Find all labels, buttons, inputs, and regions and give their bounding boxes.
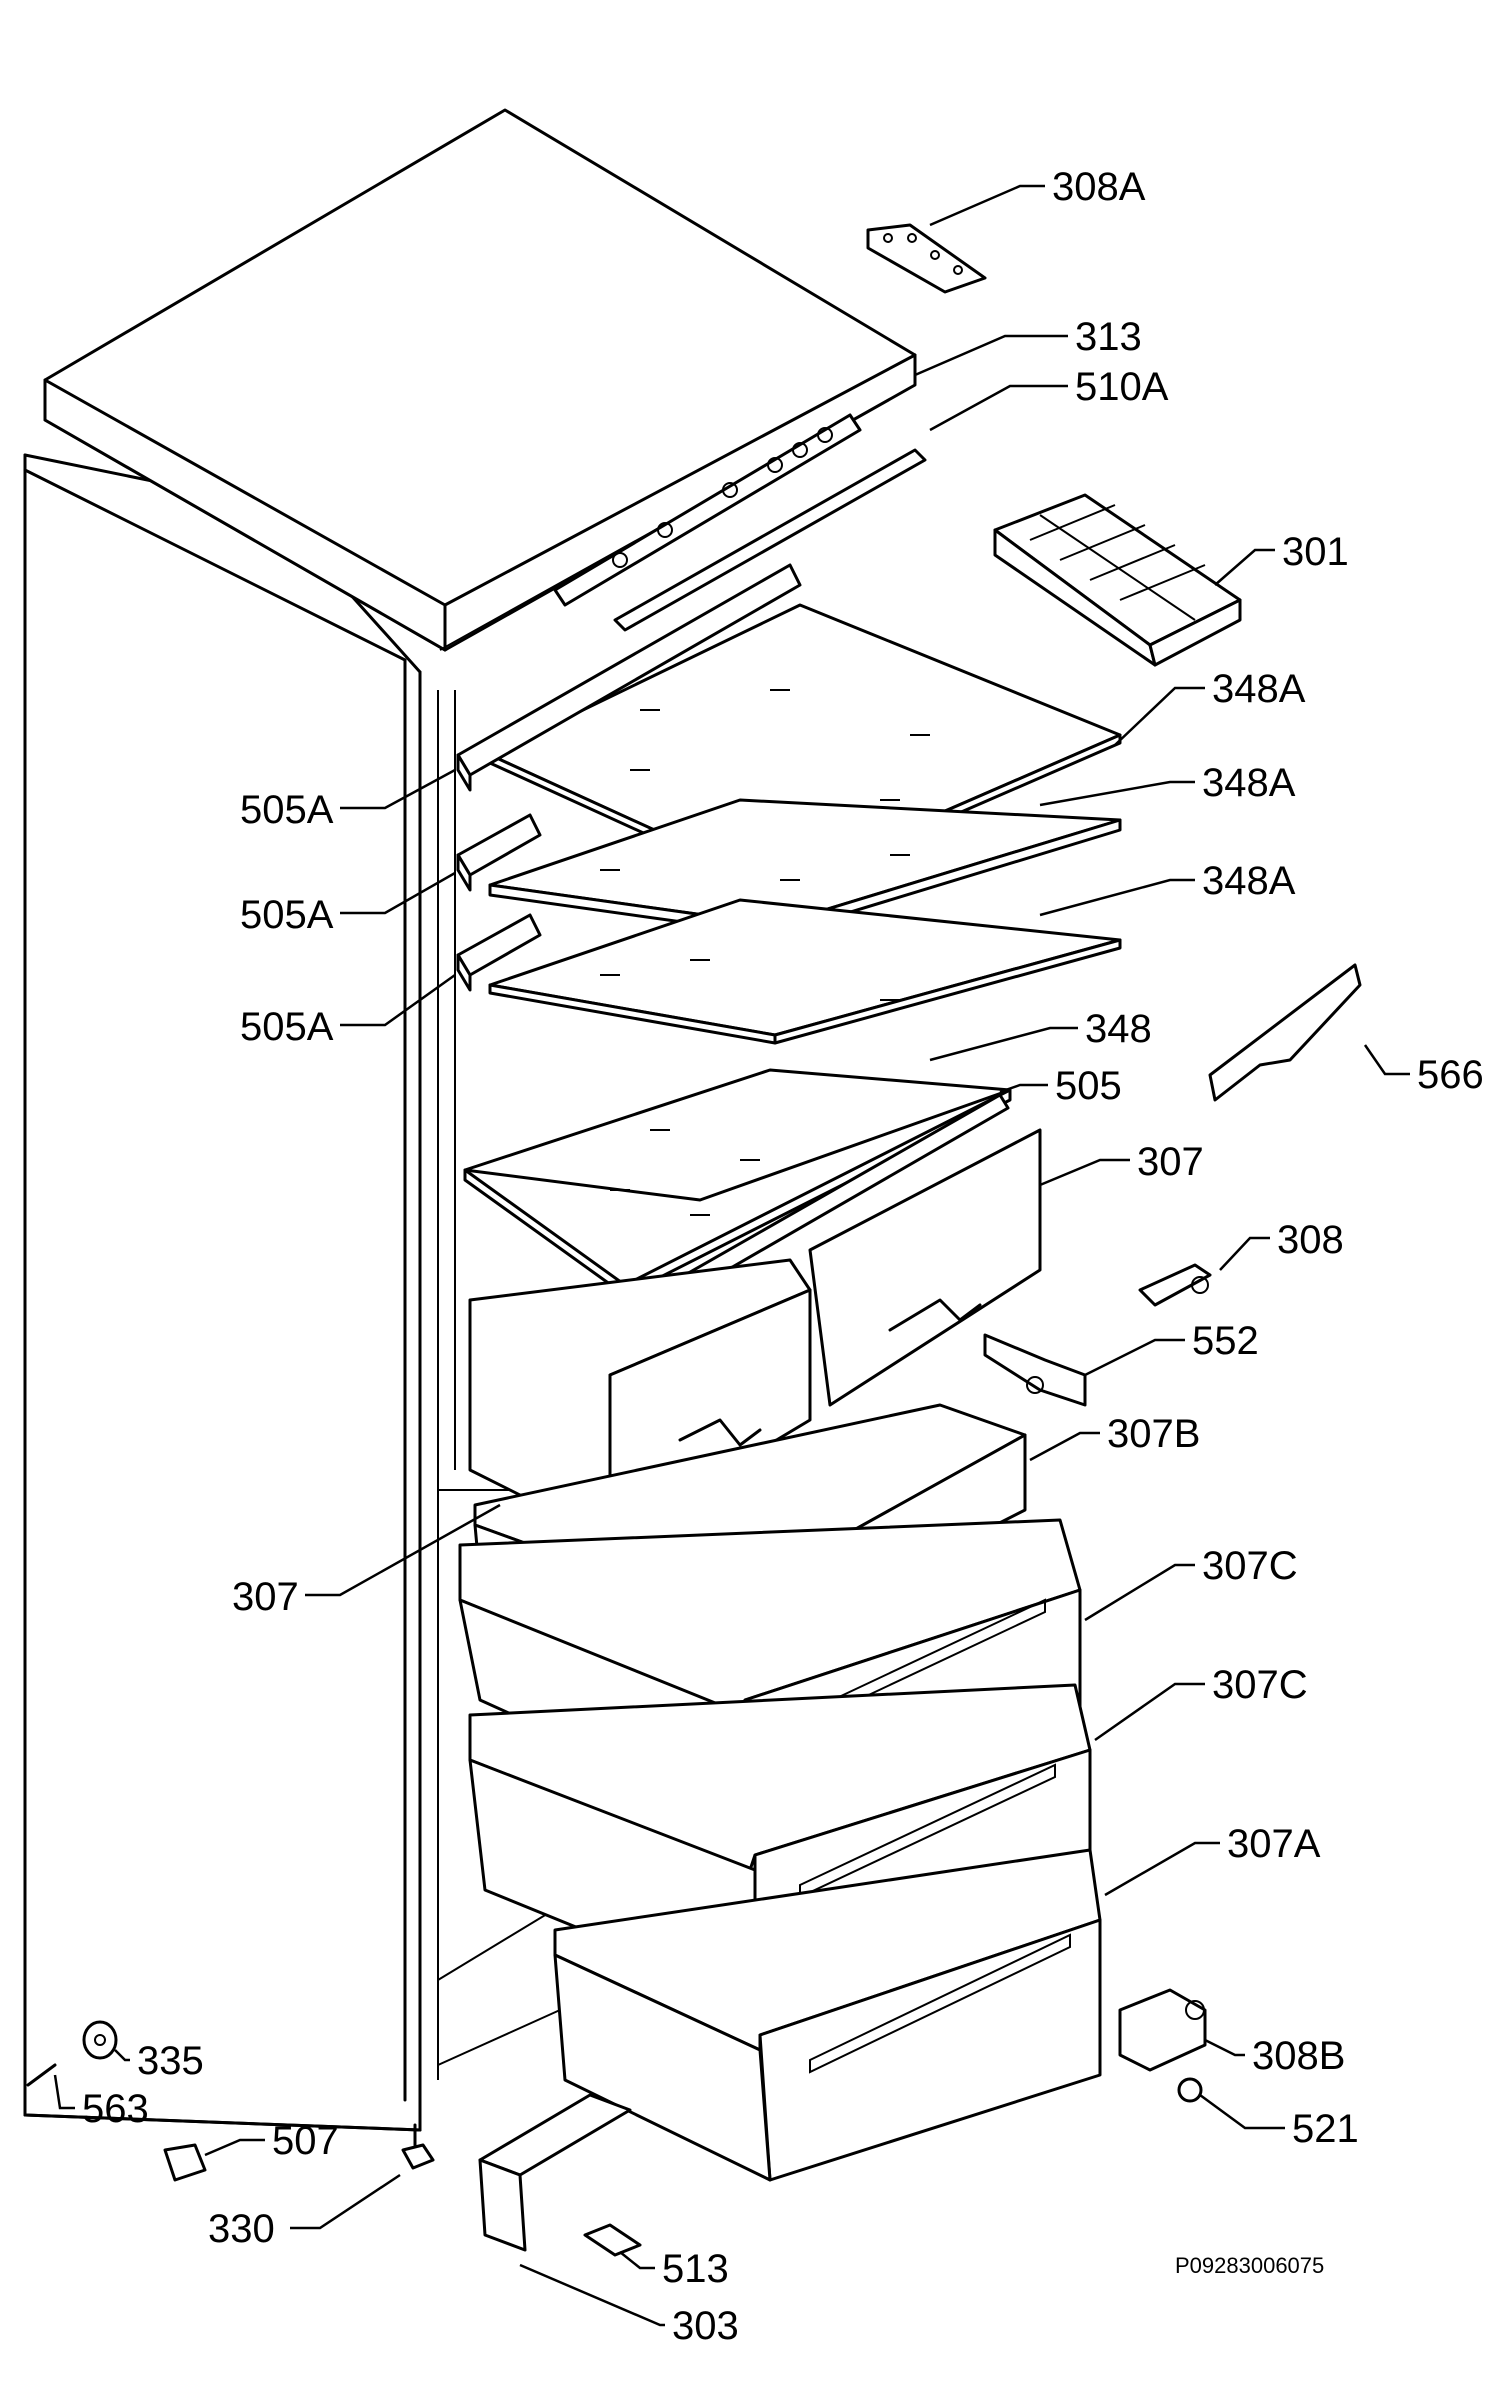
hinge-308a [866, 223, 987, 294]
hinge-308b [1118, 1988, 1207, 2072]
label-348a-3: 348A [1202, 859, 1296, 903]
cover-513 [583, 2223, 642, 2257]
pin-563 [26, 2063, 57, 2087]
label-507: 507 [272, 2119, 339, 2163]
bracket-566 [1208, 963, 1362, 1102]
foot-330 [401, 2123, 435, 2170]
roller-335 [82, 2020, 118, 2060]
leader-lines [53, 184, 1410, 2327]
label-330: 330 [208, 2207, 275, 2251]
clip-507 [163, 2143, 207, 2182]
control-panel [553, 413, 927, 632]
label-348: 348 [1085, 1007, 1152, 1051]
glass-shelf-3 [488, 898, 1122, 1045]
label-308a: 308A [1052, 165, 1146, 209]
label-307c-1: 307C [1202, 1544, 1298, 1588]
label-301: 301 [1282, 530, 1349, 574]
plug-521 [1177, 2077, 1203, 2103]
label-313: 313 [1075, 315, 1142, 359]
label-505a-2: 505A [240, 893, 334, 937]
label-308: 308 [1277, 1218, 1344, 1262]
label-308b: 308B [1252, 2034, 1345, 2078]
label-348a-1: 348A [1212, 667, 1306, 711]
label-335: 335 [137, 2039, 204, 2083]
label-348a-2: 348A [1202, 761, 1296, 805]
ice-tray [993, 493, 1242, 667]
reference-code: P09283006075 [1175, 2253, 1324, 2278]
shelf-support-2 [456, 813, 542, 892]
label-505a-3: 505A [240, 1005, 334, 1049]
top-cover [43, 108, 917, 652]
label-505a-1: 505A [240, 788, 334, 832]
shelf-support-3 [456, 913, 542, 992]
label-552: 552 [1192, 1319, 1259, 1363]
label-307b: 307B [1107, 1412, 1200, 1456]
label-521: 521 [1292, 2107, 1359, 2151]
label-303: 303 [672, 2304, 739, 2348]
label-307a: 307A [1227, 1822, 1321, 1866]
part-labels: 308A 313 510A 301 348A 348A 348A 348 505… [82, 165, 1484, 2348]
crisper-cover-right [808, 1128, 1042, 1407]
plinth-303 [478, 2093, 632, 2252]
cabinet-body [23, 453, 590, 2132]
label-307-lower: 307 [232, 1575, 299, 1619]
hinge-308 [1138, 1263, 1212, 1307]
label-563: 563 [82, 2087, 149, 2131]
label-513: 513 [662, 2247, 729, 2291]
label-505: 505 [1055, 1064, 1122, 1108]
label-307-upper: 307 [1137, 1140, 1204, 1184]
label-566: 566 [1417, 1053, 1484, 1097]
rail-552 [983, 1333, 1087, 1407]
label-307c-2: 307C [1212, 1663, 1308, 1707]
drawer-lower [553, 1848, 1102, 2182]
label-510a: 510A [1075, 365, 1169, 409]
shelf-support-1 [456, 563, 802, 792]
